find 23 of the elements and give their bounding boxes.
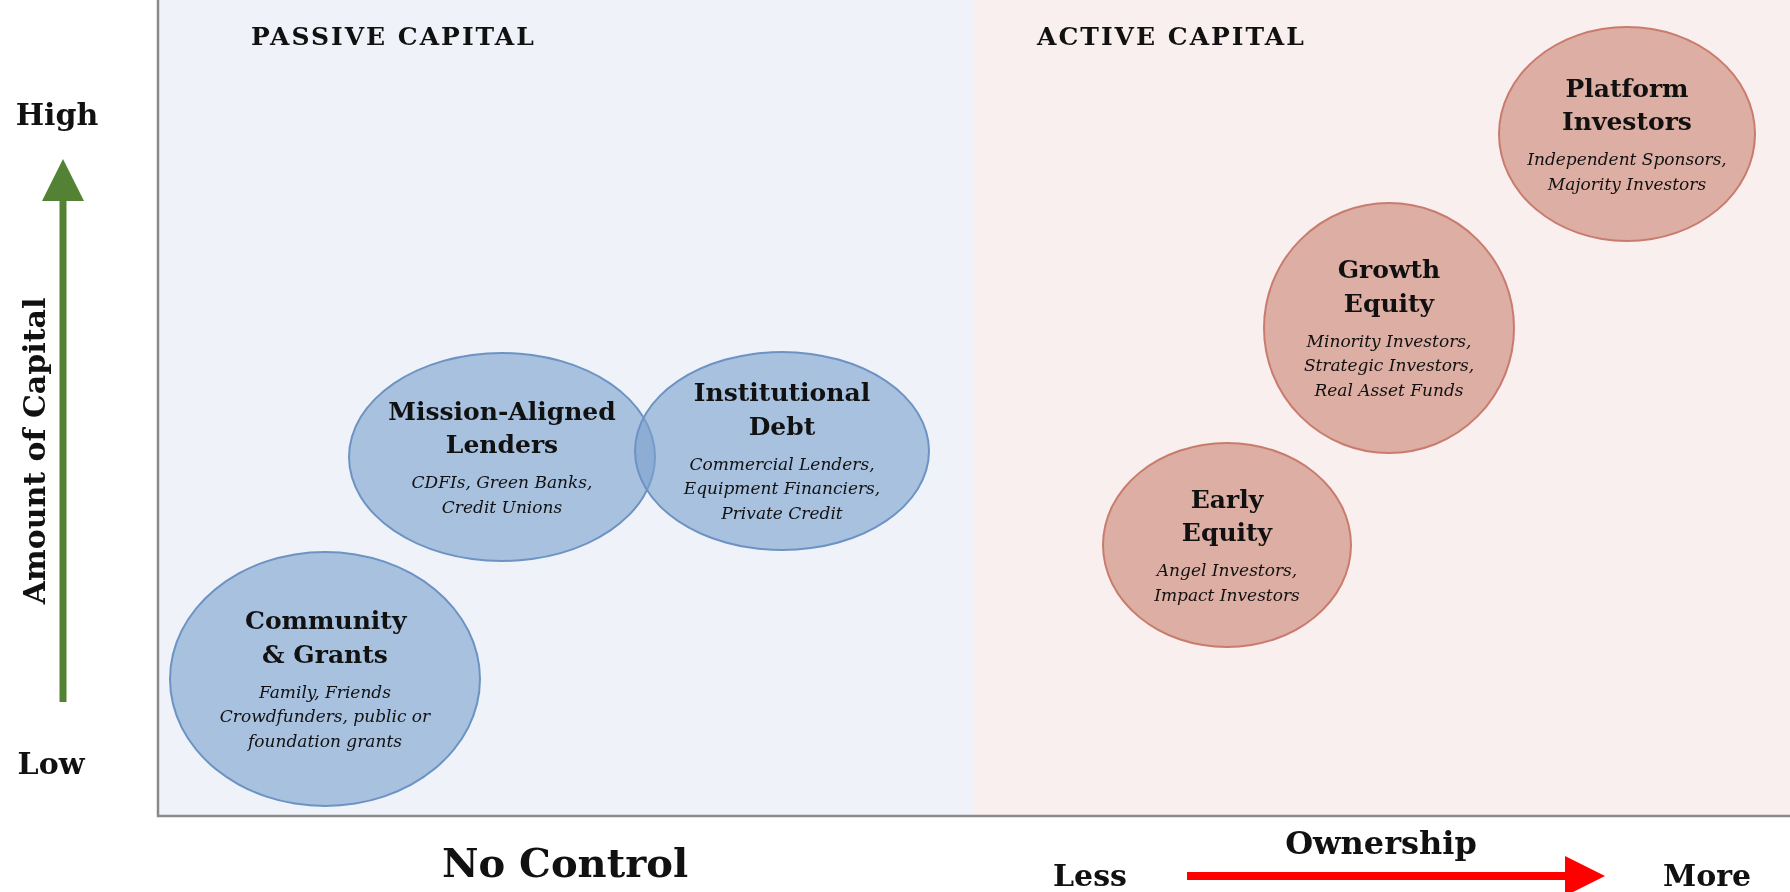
- axis-level-label: More: [1662, 857, 1752, 892]
- axis-level-label: High: [15, 96, 99, 132]
- category-examples: Angel Investors, Impact Investors: [1153, 559, 1301, 607]
- category-title: Mission-Aligned Lenders: [387, 395, 617, 462]
- category-title: Platform Investors: [1561, 72, 1693, 139]
- category-examples: CDFIs, Green Banks, Credit Unions: [410, 471, 594, 519]
- category-examples: Commercial Lenders, Equipment Financiers, Private Credit: [682, 452, 882, 526]
- category-title: Growth Equity: [1336, 254, 1442, 321]
- category-title: Institutional Debt: [692, 377, 872, 444]
- capital-zone-panel: [973, 0, 1790, 816]
- axis-title: Amount of Capital: [16, 297, 52, 605]
- category-title: Community & Grants: [245, 605, 405, 672]
- category-examples: Minority Investors, Strategic Investors, Real Asset Funds: [1302, 329, 1476, 403]
- zone-title: PASSIVE CAPITAL: [251, 22, 536, 51]
- axis-level-label: Low: [17, 745, 85, 781]
- category-examples: Independent Sponsors, Majority Investors: [1526, 148, 1728, 196]
- category-examples: Family, Friends Crowdfunders, public or foundation grants: [218, 680, 432, 754]
- axis-title: Ownership: [1285, 824, 1477, 862]
- axis-level-label: Less: [1053, 857, 1127, 892]
- zone-title: ACTIVE CAPITAL: [1037, 22, 1306, 51]
- category-title: Early Equity: [1180, 483, 1274, 550]
- axis-title: No Control: [441, 838, 689, 886]
- capital-zone-panel: [158, 0, 973, 816]
